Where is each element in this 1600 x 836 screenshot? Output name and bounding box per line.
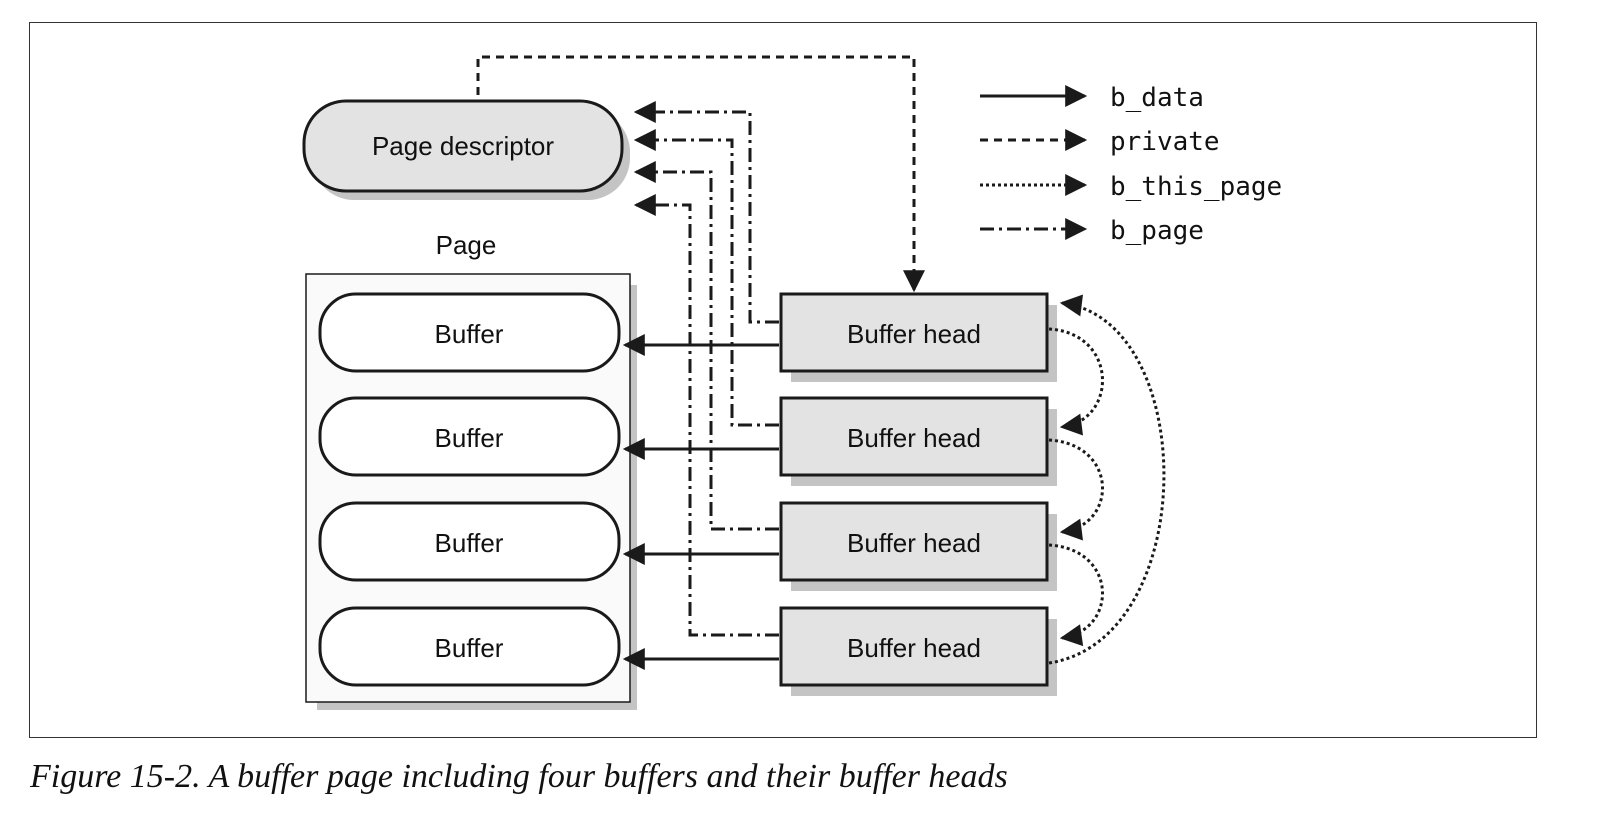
private-arrow xyxy=(476,55,925,293)
buffer-page-diagram: Page descriptor Page Buffer Buffer Buffe… xyxy=(302,55,1282,710)
b-page-arrow-1 xyxy=(633,101,779,324)
buffer-4: Buffer xyxy=(318,606,621,687)
legend-label-private: private xyxy=(1110,127,1220,157)
page-label: Page xyxy=(436,230,497,260)
buffer-head-4: Buffer head xyxy=(779,606,1057,696)
page-descriptor: Page descriptor xyxy=(302,99,630,200)
legend: b_data private b_this_page b_page xyxy=(980,83,1282,246)
b-page-arrow-2 xyxy=(633,129,779,427)
buffer-head-1: Buffer head xyxy=(779,292,1057,382)
b-this-page-arrow-1 xyxy=(1048,327,1104,436)
b-this-page-arrow-4 xyxy=(1048,294,1166,665)
page-descriptor-label: Page descriptor xyxy=(372,131,554,161)
b-this-page-arrow-3 xyxy=(1048,543,1104,647)
legend-label-b-page: b_page xyxy=(1110,216,1204,246)
buffer-label: Buffer xyxy=(435,319,504,349)
buffer-head-2: Buffer head xyxy=(779,396,1057,486)
buffer-3: Buffer xyxy=(318,501,621,582)
buffer-head-label: Buffer head xyxy=(847,423,981,453)
buffer-2: Buffer xyxy=(318,396,621,477)
buffer-head-label: Buffer head xyxy=(847,633,981,663)
figure-caption: Figure 15-2. A buffer page including fou… xyxy=(30,758,1008,795)
b-page-arrow-3 xyxy=(633,161,779,531)
b-page-arrow-4 xyxy=(633,194,779,637)
legend-label-b-this-page: b_this_page xyxy=(1110,172,1282,202)
buffer-label: Buffer xyxy=(435,528,504,558)
buffer-head-label: Buffer head xyxy=(847,319,981,349)
legend-label-b-data: b_data xyxy=(1110,83,1204,113)
b-this-page-arrow-2 xyxy=(1048,438,1104,541)
buffer-label: Buffer xyxy=(435,423,504,453)
buffer-1: Buffer xyxy=(318,292,621,373)
buffer-label: Buffer xyxy=(435,633,504,663)
buffer-head-3: Buffer head xyxy=(779,501,1057,591)
buffer-head-label: Buffer head xyxy=(847,528,981,558)
